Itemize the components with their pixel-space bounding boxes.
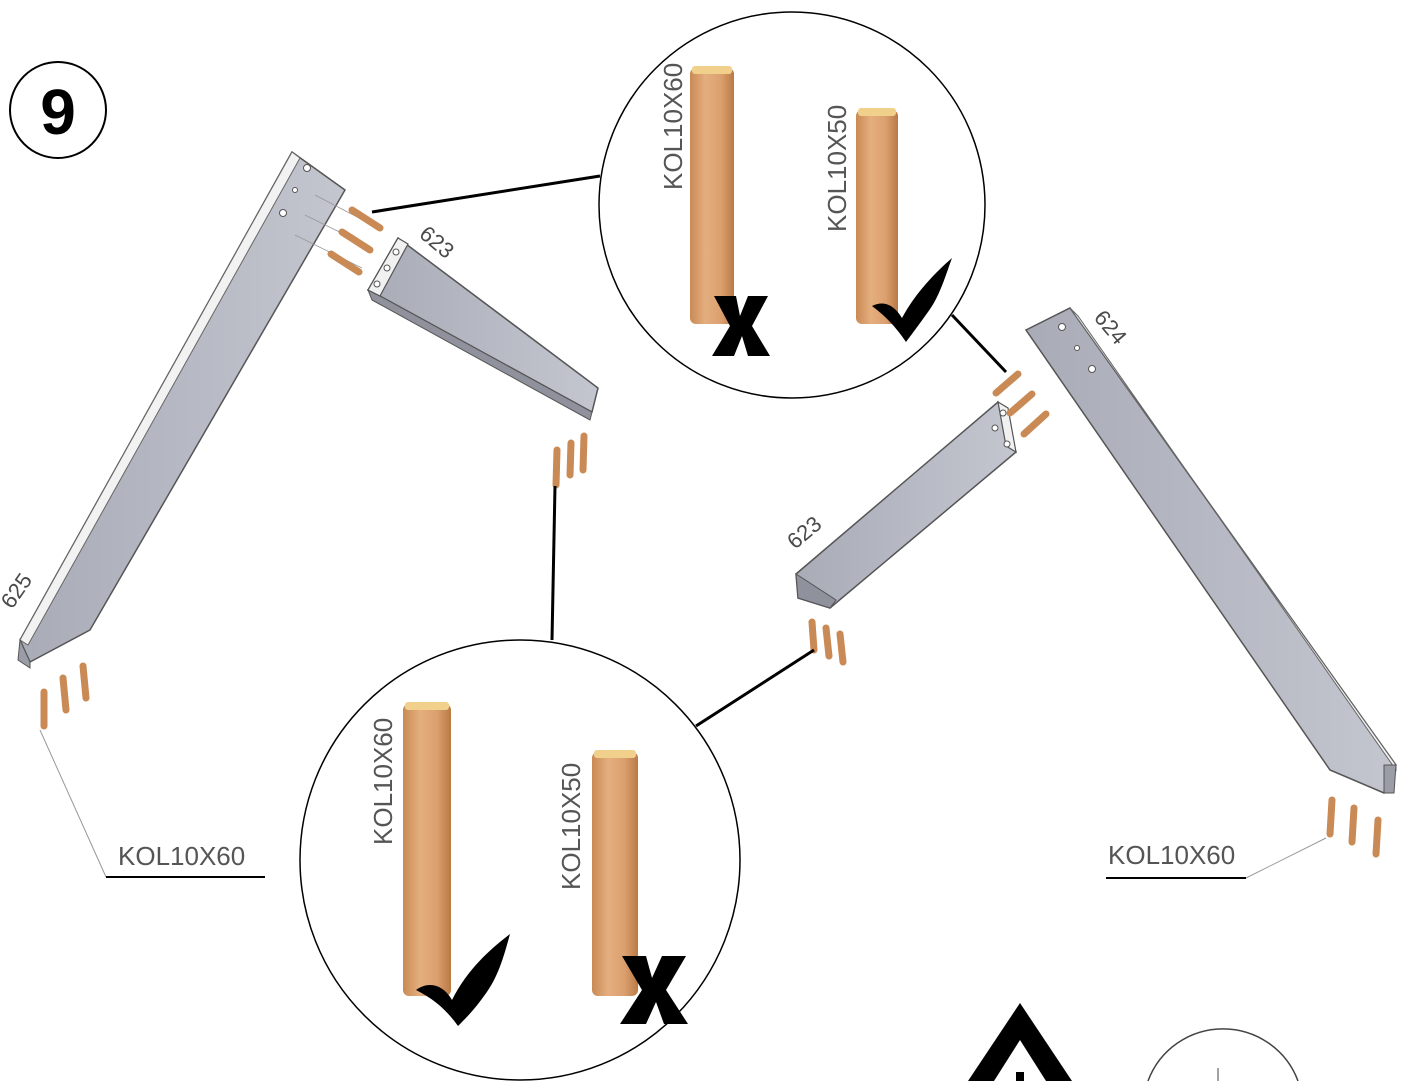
zoom-bottom: KOL10X60 KOL10X50	[299, 639, 741, 1081]
label-panel-625: 625	[0, 568, 37, 612]
warning-triangle-icon	[968, 1003, 1072, 1081]
partial-circle-icon	[1147, 1028, 1299, 1081]
step-badge: 9	[9, 61, 107, 159]
dowels-623-right-bottom	[808, 618, 847, 666]
panel-623-right	[795, 400, 1017, 609]
callout-left-label: KOL10X60	[118, 841, 245, 871]
zoom-top: KOL10X60 KOL10X50	[598, 11, 986, 399]
callout-left: KOL10X60	[39, 729, 265, 878]
zoom-top-short-label: KOL10X50	[822, 105, 852, 232]
dowels-right-joint	[992, 370, 1050, 438]
label-panel-623-right: 623	[782, 511, 826, 554]
panel-625	[17, 150, 346, 669]
step-badge-circle	[9, 61, 107, 159]
dowels-625-bottom	[40, 662, 90, 730]
callout-right-label: KOL10X60	[1108, 840, 1235, 870]
zoom-bottom-short-label: KOL10X50	[556, 763, 586, 890]
zoom-top-dowel-long	[690, 68, 734, 324]
zoom-bottom-cross-icon	[620, 956, 688, 1024]
dowels-left-joint	[294, 194, 384, 276]
callout-right: KOL10X60	[1106, 837, 1327, 879]
zoom-bottom-dowel-long	[403, 704, 451, 996]
zoom-top-cross-icon	[712, 296, 770, 356]
zoom-bottom-check-icon	[416, 934, 510, 1026]
zoom-top-circle	[598, 11, 986, 399]
zoom-bottom-long-label: KOL10X60	[368, 718, 398, 845]
panel-623-left	[366, 236, 599, 421]
zoom-bottom-dowel-short	[592, 752, 638, 996]
dowels-623-left-bottom	[552, 432, 588, 489]
zoom-top-long-label: KOL10X60	[658, 63, 688, 190]
panel-624	[1024, 307, 1397, 794]
zoom-connectors	[371, 174, 1008, 728]
zoom-top-check-icon	[872, 258, 952, 342]
zoom-top-dowel-short	[856, 110, 898, 324]
step-number: 9	[40, 76, 76, 148]
dowels-624-bottom	[1326, 796, 1382, 858]
